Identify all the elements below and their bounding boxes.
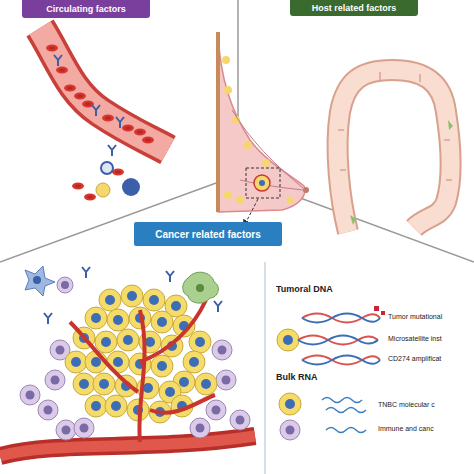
panel-item: Microsatellite inst <box>388 335 442 342</box>
panel-item: TNBC molecular c <box>378 401 435 408</box>
breast-illustration <box>218 32 309 226</box>
panel-item: CD274 amplificat <box>388 355 441 362</box>
blood-vessel <box>40 28 168 201</box>
header-text: Cancer related factors <box>155 229 261 240</box>
section-header: Host related factors <box>290 0 418 16</box>
panel-heading: Tumoral DNA <box>276 284 333 294</box>
section-header: Circulating factors <box>22 0 150 18</box>
panel-item: Immune and canc <box>378 425 434 432</box>
header-text: Host related factors <box>312 3 397 13</box>
panel-heading: Bulk RNA <box>276 372 318 382</box>
omics-icons <box>277 306 385 440</box>
section-header: Cancer related factors <box>134 222 282 246</box>
tumor-illustration <box>0 266 255 456</box>
colon-illustration <box>338 70 453 232</box>
panel-item: Tumor mutational <box>388 313 442 320</box>
header-text: Circulating factors <box>46 4 126 14</box>
